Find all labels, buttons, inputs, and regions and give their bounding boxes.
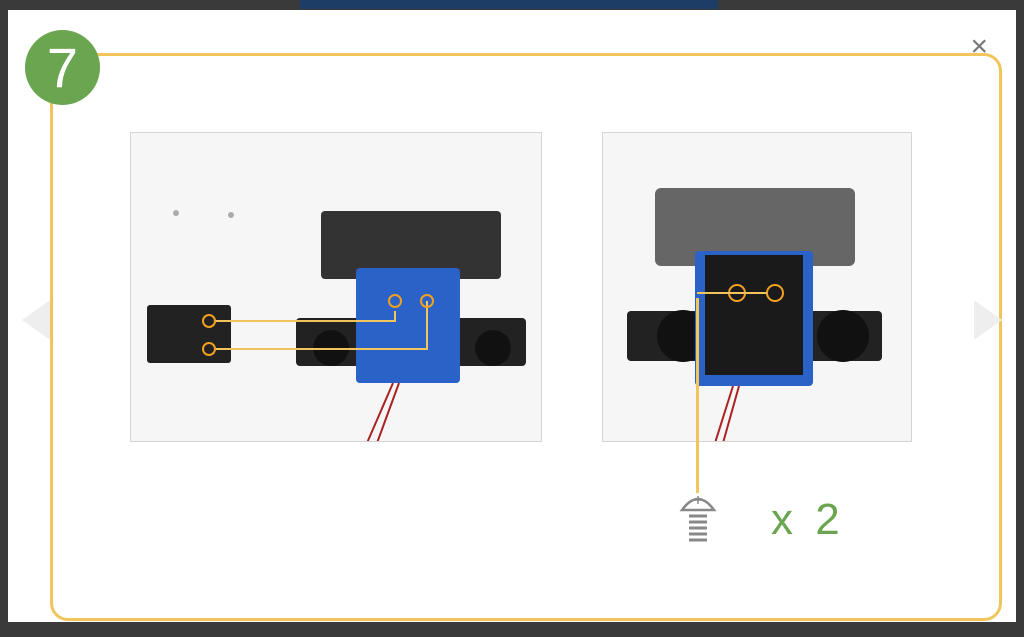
background-header [300, 0, 718, 9]
assembly-photo-after [602, 132, 912, 442]
screw-quantity: x 2 [771, 495, 840, 544]
next-arrow-icon[interactable] [974, 300, 1002, 340]
callout-line [696, 298, 699, 493]
assembly-photo-before [130, 132, 542, 442]
step-modal: 7 × [8, 10, 1016, 622]
step-number-badge: 7 [25, 30, 100, 105]
prev-arrow-icon[interactable] [22, 300, 50, 340]
close-button[interactable]: × [970, 30, 988, 63]
screw-icon [678, 490, 718, 555]
